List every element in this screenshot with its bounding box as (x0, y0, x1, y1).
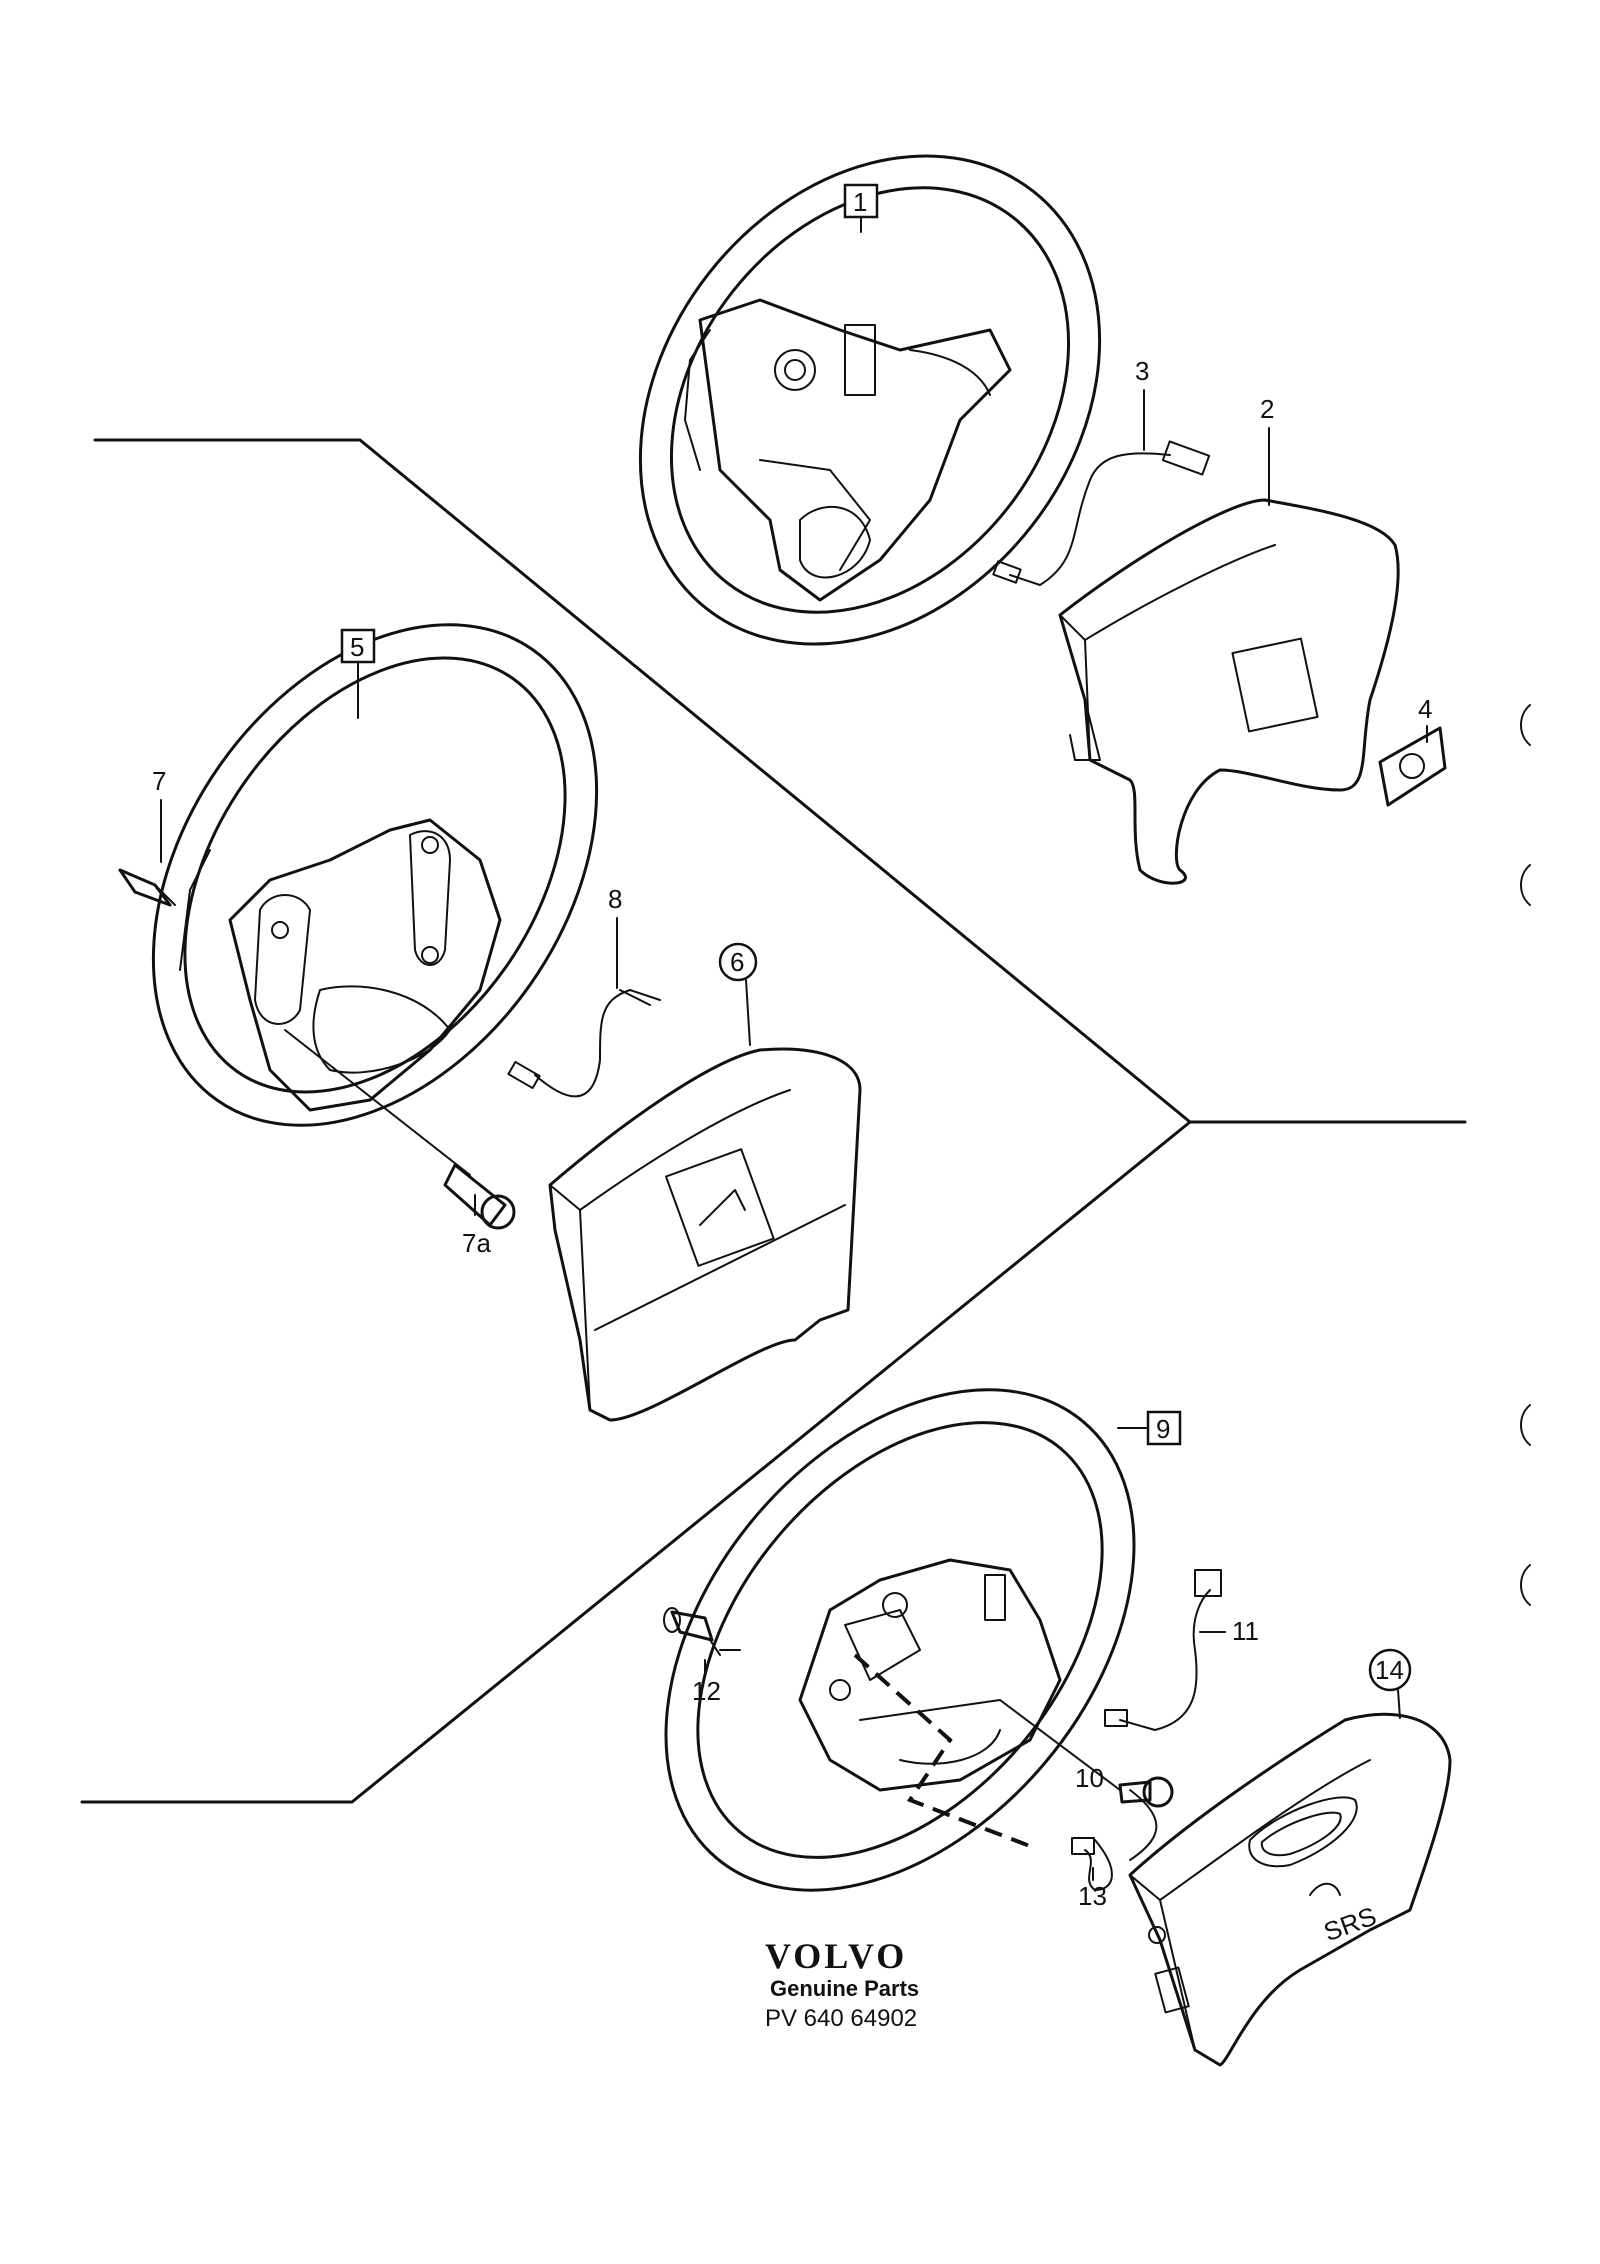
svg-text:14: 14 (1375, 1655, 1404, 1685)
callout-6: 6 (718, 942, 758, 1046)
callout-2: 2 (1260, 394, 1274, 506)
wire-harness-13 (1071, 1789, 1158, 1891)
diagram-code: PV 640 64902 (765, 2005, 917, 2032)
callout-4: 4 (1418, 694, 1432, 743)
brand-subtitle: Genuine Parts (770, 1976, 919, 2001)
airbag-module-6 (548, 1047, 862, 1422)
section-divider-upper (93, 438, 1467, 1124)
section-divider-lower (80, 1120, 1192, 1804)
callout-10: 10 (1075, 1763, 1104, 1793)
svg-text:7a: 7a (462, 1228, 491, 1258)
screw-10 (999, 1699, 1174, 1808)
svg-text:7: 7 (152, 766, 166, 796)
callout-8: 8 (608, 884, 622, 989)
callout-11: 11 (1199, 1616, 1259, 1646)
svg-text:12: 12 (692, 1676, 721, 1706)
callout-12: 12 (692, 1659, 721, 1706)
svg-text:5: 5 (350, 632, 364, 662)
steering-wheel-1 (638, 154, 1102, 646)
dashed-harness-path (853, 1653, 1036, 1850)
svg-text:11: 11 (1232, 1616, 1259, 1646)
steering-wheel-5 (151, 623, 599, 1127)
emblem-4 (1378, 726, 1447, 807)
svg-text:3: 3 (1135, 356, 1149, 386)
callout-9: 9 (1117, 1410, 1182, 1446)
svg-text:6: 6 (730, 947, 744, 977)
svg-text:8: 8 (608, 884, 622, 914)
wire-harness-3 (992, 440, 1211, 586)
screw-7a (284, 1029, 516, 1230)
brand-logo-text: VOLVO (765, 1936, 907, 1976)
svg-text:2: 2 (1260, 394, 1274, 424)
steering-wheel-9 (664, 1388, 1136, 1892)
airbag-module-14 (1128, 1712, 1452, 2067)
pin-12 (663, 1607, 741, 1656)
svg-text:1: 1 (853, 187, 867, 217)
svg-text:13: 13 (1078, 1881, 1107, 1911)
svg-text:10: 10 (1075, 1763, 1104, 1793)
callout-7: 7 (152, 766, 166, 863)
footer-branding: VOLVO Genuine Parts PV 640 64902 (765, 1936, 919, 2032)
svg-text:9: 9 (1156, 1414, 1170, 1444)
airbag-module-2 (1058, 498, 1400, 885)
pin-7 (118, 868, 176, 907)
wire-harness-8 (507, 989, 661, 1098)
margin-marks (1520, 704, 1531, 1606)
wire-harness-11 (1104, 1569, 1222, 1731)
callout-13: 13 (1078, 1867, 1107, 1911)
callout-7a: 7a (462, 1194, 491, 1258)
callout-14: 14 (1368, 1648, 1412, 1719)
callout-5: 5 (340, 628, 376, 719)
svg-text:4: 4 (1418, 694, 1432, 724)
callout-3: 3 (1135, 356, 1149, 451)
callout-1: 1 (843, 183, 879, 233)
